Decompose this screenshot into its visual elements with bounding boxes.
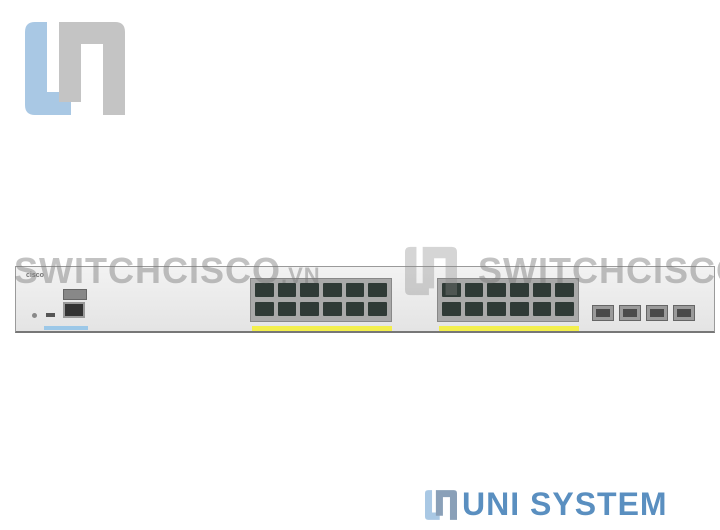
ethernet-port[interactable]: [345, 283, 365, 297]
ethernet-port[interactable]: [464, 302, 484, 316]
ethernet-port[interactable]: [555, 302, 574, 316]
sfp-port[interactable]: [673, 305, 695, 321]
ethernet-port[interactable]: [300, 283, 319, 297]
uni-system-wordmark: UNI SYSTEM: [462, 486, 668, 522]
usb-c-port[interactable]: [46, 313, 55, 317]
ethernet-port[interactable]: [532, 302, 552, 316]
ethernet-port[interactable]: [487, 283, 506, 297]
ethernet-port[interactable]: [487, 302, 506, 316]
ethernet-port[interactable]: [322, 302, 342, 316]
port-led-strip: [252, 326, 392, 331]
ethernet-ports-1-12: [250, 278, 392, 322]
ethernet-port[interactable]: [442, 283, 461, 297]
ethernet-port[interactable]: [464, 283, 484, 297]
ethernet-ports-13-24: [437, 278, 579, 322]
watermark-suffix: .VN: [281, 263, 321, 288]
ethernet-port[interactable]: [368, 283, 387, 297]
cisco-logo: cisco: [26, 272, 44, 279]
watermark-right: SWITCHCISCO: [478, 250, 720, 291]
uni-system-logo-icon: [425, 490, 457, 520]
port-led-strip: [439, 326, 579, 331]
ethernet-port[interactable]: [509, 302, 529, 316]
ethernet-port[interactable]: [322, 283, 342, 297]
watermark-left: SWITCHCISCO.VN: [14, 250, 321, 292]
ethernet-port[interactable]: [300, 302, 319, 316]
ethernet-port[interactable]: [255, 283, 274, 297]
ethernet-port[interactable]: [368, 302, 387, 316]
ethernet-port[interactable]: [509, 283, 529, 297]
ethernet-port[interactable]: [255, 302, 274, 316]
ethernet-port[interactable]: [277, 283, 297, 297]
sfp-port[interactable]: [592, 305, 614, 321]
sfp-port[interactable]: [619, 305, 641, 321]
ethernet-port[interactable]: [555, 283, 574, 297]
sfp-port[interactable]: [646, 305, 668, 321]
ethernet-port[interactable]: [442, 302, 461, 316]
watermark-logo-icon: [405, 246, 457, 296]
logo-mark-icon: [25, 22, 125, 115]
mode-button[interactable]: [32, 313, 37, 318]
watermark-text: SWITCHCISCO: [14, 250, 281, 291]
ethernet-port[interactable]: [277, 302, 297, 316]
ethernet-port[interactable]: [345, 302, 365, 316]
console-port[interactable]: [63, 302, 85, 318]
usb-port[interactable]: [63, 289, 87, 300]
ethernet-port[interactable]: [532, 283, 552, 297]
console-strip: [44, 326, 88, 330]
